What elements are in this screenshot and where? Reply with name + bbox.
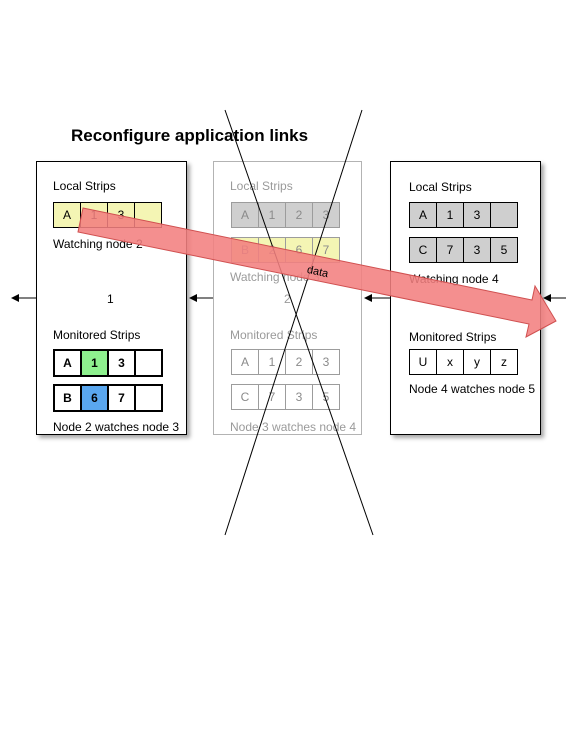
strip-cell: 3 [312, 202, 340, 228]
cross-line-1 [224, 109, 374, 536]
strip-cell: 2 [285, 202, 313, 228]
node-3-watches: Node 4 watches node 5 [409, 382, 536, 396]
node-3-monitored-strip-1: U x y z [409, 349, 518, 375]
node-2-monitored-strip-2: C 7 3 5 [231, 384, 340, 410]
strip-cell: 5 [490, 237, 518, 263]
node-1-monitored-strip-2: B 6 7 [53, 384, 163, 412]
node-1-box: Local Strips A 1 3 Watching node 2 1 Mon… [36, 161, 187, 435]
strip-cell: x [436, 349, 464, 375]
node-3-local-label: Local Strips [409, 180, 472, 194]
strip-cell: A [231, 202, 259, 228]
strip-cell: 3 [107, 349, 136, 377]
node-2-watches: Node 3 watches node 4 [230, 420, 357, 434]
node-2-id: 2 [284, 292, 291, 306]
node-3-monitored-label: Monitored Strips [409, 330, 497, 344]
cross-line-2 [224, 109, 363, 536]
strip-cell: U [409, 349, 437, 375]
node-3-local-strip-1: A 1 3 [409, 202, 518, 228]
node-2-monitored-strip-1: A 1 2 3 [231, 349, 340, 375]
strip-cell: A [409, 202, 437, 228]
node-1-local-label: Local Strips [53, 179, 116, 193]
strip-cell: B [53, 384, 82, 412]
node-1-id: 1 [107, 292, 114, 306]
node-1-monitored-label: Monitored Strips [53, 328, 141, 342]
data-arrow [77, 207, 557, 338]
strip-cell: 2 [285, 349, 313, 375]
strip-cell [134, 384, 163, 412]
node-1-monitored-strip-1: A 1 3 [53, 349, 163, 377]
node-2-local-strip-1: A 1 2 3 [231, 202, 340, 228]
strip-cell [490, 202, 518, 228]
strip-cell: 3 [285, 384, 313, 410]
node-3-local-strip-2: C 7 3 5 [409, 237, 518, 263]
strip-cell: 3 [312, 349, 340, 375]
strip-cell: 3 [463, 237, 491, 263]
diagram-title: Reconfigure application links [71, 126, 309, 145]
node-2-monitored-label: Monitored Strips [230, 328, 318, 342]
data-arrow-label: data [306, 264, 330, 280]
node-2-box: Local Strips A 1 2 3 B 2 6 7 Watching no… [213, 161, 362, 435]
strip-cell: 1 [258, 202, 286, 228]
strip-cell: 5 [312, 384, 340, 410]
node-1-watches: Node 2 watches node 3 [53, 420, 180, 434]
strip-cell: z [490, 349, 518, 375]
node-2-local-label: Local Strips [230, 179, 293, 193]
strip-cell [134, 349, 163, 377]
strip-cell: 7 [107, 384, 136, 412]
